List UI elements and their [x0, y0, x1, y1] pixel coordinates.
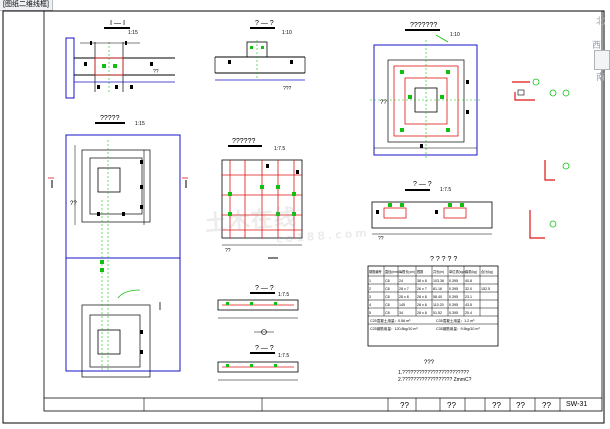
- table-cell: 0.395: [449, 311, 458, 315]
- view-cube[interactable]: 北 西 南: [588, 14, 610, 104]
- title-block-cell-5: ??: [542, 401, 551, 410]
- section-3-dim: ??: [378, 236, 384, 242]
- rebar-table: ? ? ? ? ? 钢筋编号直径(mm)每根长(cm)根数 共长(m) 单位重(kg…: [367, 256, 499, 347]
- table-cell: 5: [369, 311, 371, 315]
- section-3-title: ? — ?: [413, 181, 432, 188]
- table-summary: C35钢筋用量：9.5kg/10 m³: [436, 326, 480, 331]
- table-cell: 4: [369, 303, 371, 307]
- sheet-inner-frame: [43, 10, 603, 412]
- notes-line-1: 1.????????????????????????: [398, 370, 469, 376]
- table-cell: 26 x 7: [417, 287, 427, 291]
- section-2-view: ? — ? 1:10 ???: [214, 20, 306, 92]
- title-block: [44, 397, 602, 411]
- section-1-view: Ⅰ — Ⅰ 1:15 ??: [65, 20, 175, 99]
- section-4-title: ? — ?: [255, 285, 274, 292]
- table-header-cell: 单位重(kg/m): [449, 269, 468, 274]
- plan-top-scale: 1:10: [450, 32, 460, 38]
- table-cell: 34: [399, 311, 403, 315]
- view-cube-south[interactable]: 南: [596, 73, 606, 83]
- notes-title: ???: [424, 360, 435, 366]
- view-cube-west[interactable]: 西: [592, 41, 602, 51]
- notes-block: ??? 1.???????????????????????? 2.???????…: [398, 360, 472, 383]
- table-cell: 0.395: [449, 287, 458, 291]
- table-header-cell: 共长(m): [433, 269, 444, 274]
- table-summary: C25钢筋用量：120.8kg/10 m³: [370, 326, 418, 331]
- table-cell: 28 x 7: [399, 287, 409, 291]
- table-cell: C8: [385, 303, 390, 307]
- table-cell: 38 x 8: [417, 279, 427, 283]
- title-block-cell-3: ??: [492, 401, 501, 410]
- table-header-cell: 共重(kg): [465, 269, 477, 274]
- plan-left-dim: ??: [70, 201, 77, 207]
- title-block-cell-1: ??: [400, 401, 409, 410]
- table-cell: C8: [385, 311, 390, 315]
- section-1-title: Ⅰ — Ⅰ: [110, 20, 125, 27]
- plan-mid-view: ?????? 1:7.5 ??: [221, 138, 303, 259]
- plan-top-dim-label: ??: [380, 100, 387, 106]
- table-cell: 28 x 8: [399, 295, 409, 299]
- view-cube-face-icon[interactable]: [594, 50, 610, 70]
- plan-top-title: ???????: [410, 22, 437, 29]
- section-5-scale: 1:7.5: [278, 353, 289, 359]
- plan-left-title: ?????: [100, 115, 120, 122]
- table-cell: 0.395: [449, 303, 458, 307]
- section-1-dim: ??: [153, 69, 159, 75]
- section-2-dim: ???: [283, 86, 292, 92]
- table-cell: 20.4: [465, 311, 472, 315]
- table-cell: 32.0: [465, 287, 472, 291]
- section-5-view: ? — ? 1:7.5: [217, 345, 299, 381]
- notes-line-2: 2.?????????????????? ZmmC?: [398, 377, 472, 383]
- table-cell: 28 x 8: [417, 303, 427, 307]
- table-cell: 28 x 8: [417, 295, 427, 299]
- plan-mid-scale: 1:7.5: [274, 146, 285, 152]
- plan-top-view: ??????? 1:10 ??: [370, 22, 480, 160]
- table-cell: 2: [369, 287, 371, 291]
- table-header-cell: 钢筋编号: [369, 269, 382, 274]
- table-header-cell: 合计(kg): [481, 269, 493, 274]
- table-cell: 145: [399, 303, 405, 307]
- plan-mid-title: ??????: [232, 138, 255, 145]
- table-cell: 51.52: [433, 311, 442, 315]
- section-2-scale: 1:10: [282, 30, 292, 36]
- section-1-scale: 1:15: [128, 30, 138, 36]
- view-cube-north[interactable]: 北: [596, 17, 606, 27]
- plan-left-view: ????? 1:15 ??: [48, 115, 188, 378]
- table-cell: 40.8: [465, 279, 472, 283]
- table-header-cell: 根数: [417, 269, 424, 274]
- title-block-cell-2: ??: [447, 401, 456, 410]
- table-cell: 43.5: [465, 303, 472, 307]
- section-2-title: ? — ?: [255, 20, 274, 27]
- table-cell: 28 x 8: [417, 311, 427, 315]
- plan-left-scale: 1:15: [135, 121, 145, 127]
- rebar-shapes: [512, 78, 570, 239]
- table-cell: 110.20: [433, 303, 444, 307]
- section-3-view: ? — ? 1:7.5 ??: [371, 181, 493, 242]
- section-4-scale: 1:7.5: [278, 292, 289, 298]
- table-summary: C25混凝土用量：0.56 m³: [370, 318, 411, 323]
- table-summary: C35混凝土用量：1.2 m³: [436, 318, 475, 323]
- table-cell: 0.395: [449, 295, 458, 299]
- table-cell: 103.36: [433, 279, 444, 283]
- table-cell: 24: [399, 279, 403, 283]
- rebar-table-title: ? ? ? ? ?: [430, 256, 457, 263]
- section-3-scale: 1:7.5: [440, 187, 451, 193]
- section-5-title: ? — ?: [255, 345, 274, 352]
- table-cell: C8: [385, 295, 390, 299]
- table-cell: 1: [369, 279, 371, 283]
- title-block-cell-4: ??: [516, 401, 525, 410]
- table-cell: 152.5: [481, 287, 490, 291]
- table-cell: 0.395: [449, 279, 458, 283]
- table-header-cell: 每根长(cm): [399, 269, 415, 274]
- table-cell: C8: [385, 279, 390, 283]
- title-block-sheet-number: SW-31: [566, 401, 588, 408]
- table-cell: 3: [369, 295, 371, 299]
- table-cell: 58.40: [433, 295, 442, 299]
- table-cell: C8: [385, 287, 390, 291]
- plan-mid-dim: ??: [225, 248, 231, 254]
- table-cell: 81.16: [433, 287, 442, 291]
- table-header-cell: 直径(mm): [385, 269, 399, 274]
- table-cell: 23.1: [465, 295, 472, 299]
- section-4-view: ? — ? 1:7.5: [217, 285, 299, 335]
